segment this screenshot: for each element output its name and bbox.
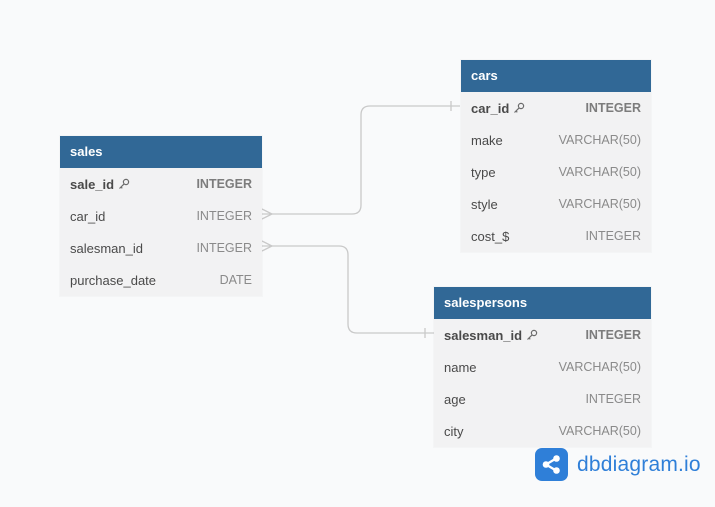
column-name: city — [444, 423, 464, 439]
column-name: type — [471, 164, 496, 180]
column-row[interactable]: style VARCHAR(50) — [461, 188, 651, 220]
column-type: VARCHAR(50) — [558, 424, 641, 438]
column-type: VARCHAR(50) — [558, 197, 641, 211]
column-type: INTEGER — [196, 177, 252, 191]
column-row[interactable]: age INTEGER — [434, 383, 651, 415]
column-row[interactable]: cost_$ INTEGER — [461, 220, 651, 252]
column-type: INTEGER — [196, 209, 252, 223]
crowfoot-many-marker — [261, 240, 274, 252]
column-row[interactable]: city VARCHAR(50) — [434, 415, 651, 447]
column-type: INTEGER — [585, 101, 641, 115]
column-name: name — [444, 359, 477, 375]
table-sales[interactable]: sales sale_id INTEGER car_id INTEGER sal… — [60, 136, 262, 296]
column-row[interactable]: car_id INTEGER — [461, 92, 651, 124]
table-header[interactable]: salespersons — [434, 287, 651, 319]
column-type: INTEGER — [585, 328, 641, 342]
column-name: purchase_date — [70, 272, 157, 288]
column-row[interactable]: purchase_date DATE — [60, 264, 262, 296]
table-cars[interactable]: cars car_id INTEGER make VARCHAR(50) typ… — [461, 60, 651, 252]
table-salespersons[interactable]: salespersons salesman_id INTEGER name VA… — [434, 287, 651, 447]
column-row[interactable]: salesman_id INTEGER — [434, 319, 651, 351]
column-type: VARCHAR(50) — [558, 133, 641, 147]
column-name: salesman_id — [70, 240, 143, 256]
column-name: make — [471, 132, 503, 148]
brand-logo[interactable]: dbdiagram.io — [535, 448, 701, 481]
column-name: sale_id — [70, 176, 115, 192]
relationship-sales-cars[interactable] — [261, 101, 460, 220]
column-row[interactable]: type VARCHAR(50) — [461, 156, 651, 188]
column-type: DATE — [219, 273, 252, 287]
key-icon — [119, 178, 130, 189]
key-icon — [514, 102, 525, 113]
relationship-sales-salespersons[interactable] — [261, 240, 434, 338]
column-name: car_id — [471, 100, 510, 116]
column-row[interactable]: salesman_id INTEGER — [60, 232, 262, 264]
crowfoot-many-marker — [261, 208, 274, 220]
column-type: INTEGER — [585, 392, 641, 406]
column-row[interactable]: name VARCHAR(50) — [434, 351, 651, 383]
column-type: VARCHAR(50) — [558, 360, 641, 374]
column-type: INTEGER — [585, 229, 641, 243]
column-type: VARCHAR(50) — [558, 165, 641, 179]
column-name: car_id — [70, 208, 106, 224]
share-nodes-icon — [535, 448, 568, 481]
column-name: style — [471, 196, 498, 212]
column-row[interactable]: make VARCHAR(50) — [461, 124, 651, 156]
column-row[interactable]: sale_id INTEGER — [60, 168, 262, 200]
brand-name: dbdiagram.io — [577, 452, 701, 476]
table-header[interactable]: sales — [60, 136, 262, 168]
column-row[interactable]: car_id INTEGER — [60, 200, 262, 232]
column-name: cost_$ — [471, 228, 510, 244]
column-name: age — [444, 391, 466, 407]
table-header[interactable]: cars — [461, 60, 651, 92]
key-icon — [527, 329, 538, 340]
column-name: salesman_id — [444, 327, 523, 343]
column-type: INTEGER — [196, 241, 252, 255]
